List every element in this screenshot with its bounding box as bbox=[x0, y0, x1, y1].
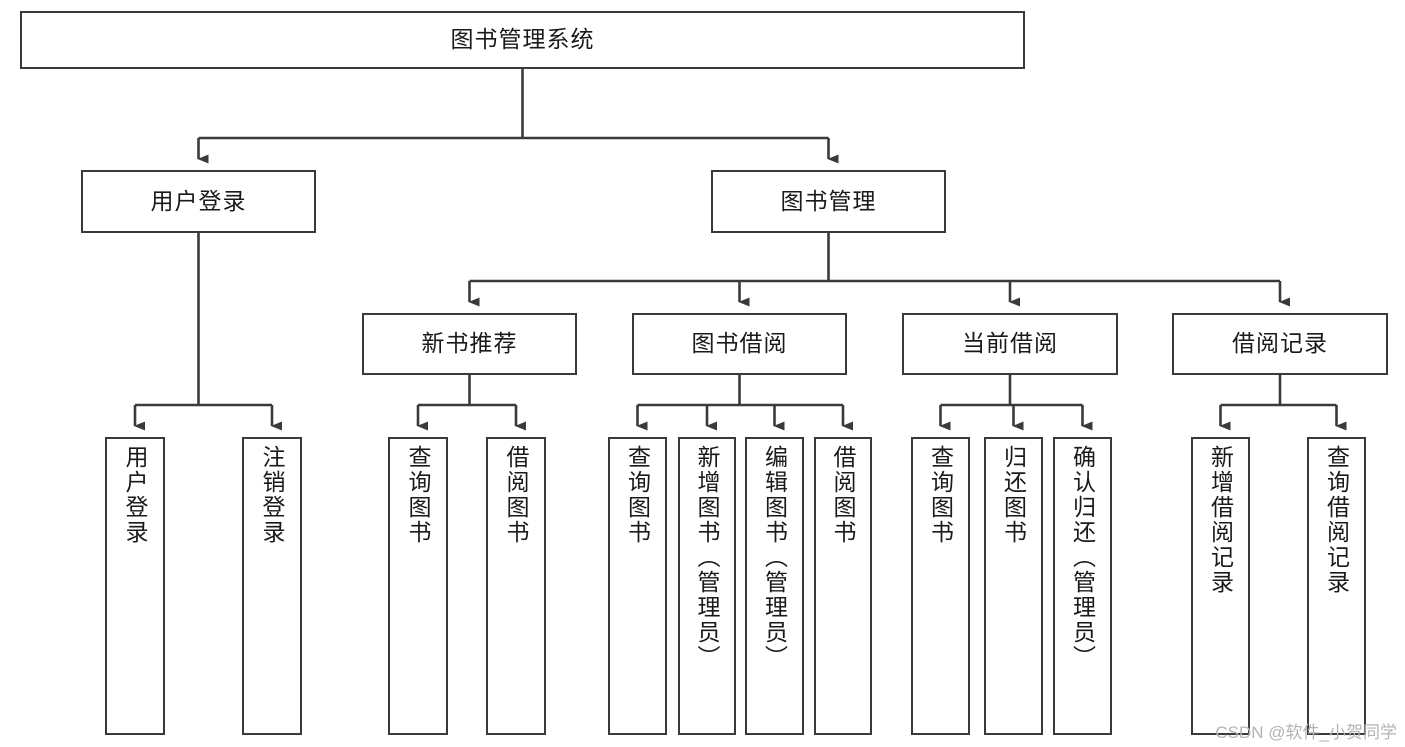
node-user-login-label: 用户登录 bbox=[150, 187, 247, 214]
node-user-login[interactable]: 用户登录 bbox=[81, 170, 316, 233]
node-leaf-user-login-label: 用户登录 bbox=[122, 445, 149, 545]
node-new-book-recommend-label: 新书推荐 bbox=[421, 330, 518, 357]
node-leaf-query-record-br[interactable]: 查询借阅记录 bbox=[1307, 437, 1366, 735]
node-leaf-add-book-bb[interactable]: 新增图书（管理员） bbox=[678, 437, 736, 735]
node-leaf-edit-book-bb-label: 编辑图书（管理员） bbox=[761, 445, 788, 670]
node-leaf-user-logout[interactable]: 注销登录 bbox=[242, 437, 302, 735]
node-book-manage[interactable]: 图书管理 bbox=[711, 170, 946, 233]
node-leaf-query-book-cb-label: 查询图书 bbox=[927, 445, 954, 545]
node-leaf-return-book-cb-label: 归还图书 bbox=[1000, 445, 1027, 545]
node-borrow-record[interactable]: 借阅记录 bbox=[1172, 313, 1388, 375]
node-current-borrow[interactable]: 当前借阅 bbox=[902, 313, 1118, 375]
node-leaf-edit-book-bb[interactable]: 编辑图书（管理员） bbox=[745, 437, 804, 735]
node-leaf-borrow-book-rec[interactable]: 借阅图书 bbox=[486, 437, 546, 735]
node-leaf-query-book-bb-label: 查询图书 bbox=[624, 445, 651, 545]
node-leaf-borrow-book-bb-label: 借阅图书 bbox=[830, 445, 857, 545]
node-leaf-confirm-return-cb-label: 确认归还（管理员） bbox=[1069, 445, 1096, 670]
node-leaf-query-book-bb[interactable]: 查询图书 bbox=[608, 437, 667, 735]
node-current-borrow-label: 当前借阅 bbox=[962, 330, 1058, 357]
node-leaf-confirm-return-cb[interactable]: 确认归还（管理员） bbox=[1053, 437, 1112, 735]
node-book-manage-label: 图书管理 bbox=[780, 187, 877, 214]
node-root[interactable]: 图书管理系统 bbox=[20, 11, 1025, 69]
node-leaf-borrow-book-bb[interactable]: 借阅图书 bbox=[814, 437, 872, 735]
node-leaf-add-record-br[interactable]: 新增借阅记录 bbox=[1191, 437, 1250, 735]
node-leaf-return-book-cb[interactable]: 归还图书 bbox=[984, 437, 1043, 735]
node-leaf-borrow-book-rec-label: 借阅图书 bbox=[503, 445, 530, 545]
node-leaf-add-record-br-label: 新增借阅记录 bbox=[1207, 445, 1234, 595]
node-leaf-user-logout-label: 注销登录 bbox=[259, 445, 286, 545]
node-leaf-query-record-br-label: 查询借阅记录 bbox=[1323, 445, 1350, 595]
node-leaf-query-book-rec[interactable]: 查询图书 bbox=[388, 437, 448, 735]
node-leaf-add-book-bb-label: 新增图书（管理员） bbox=[694, 445, 721, 670]
node-leaf-user-login[interactable]: 用户登录 bbox=[105, 437, 165, 735]
node-book-borrow-label: 图书借阅 bbox=[691, 330, 788, 357]
node-borrow-record-label: 借阅记录 bbox=[1232, 330, 1328, 357]
watermark-text: CSDN @软件_小贺同学 bbox=[1215, 723, 1397, 742]
node-root-label: 图书管理系统 bbox=[450, 26, 595, 53]
node-leaf-query-book-rec-label: 查询图书 bbox=[405, 445, 432, 545]
node-leaf-query-book-cb[interactable]: 查询图书 bbox=[911, 437, 970, 735]
node-book-borrow[interactable]: 图书借阅 bbox=[632, 313, 847, 375]
node-new-book-recommend[interactable]: 新书推荐 bbox=[362, 313, 577, 375]
